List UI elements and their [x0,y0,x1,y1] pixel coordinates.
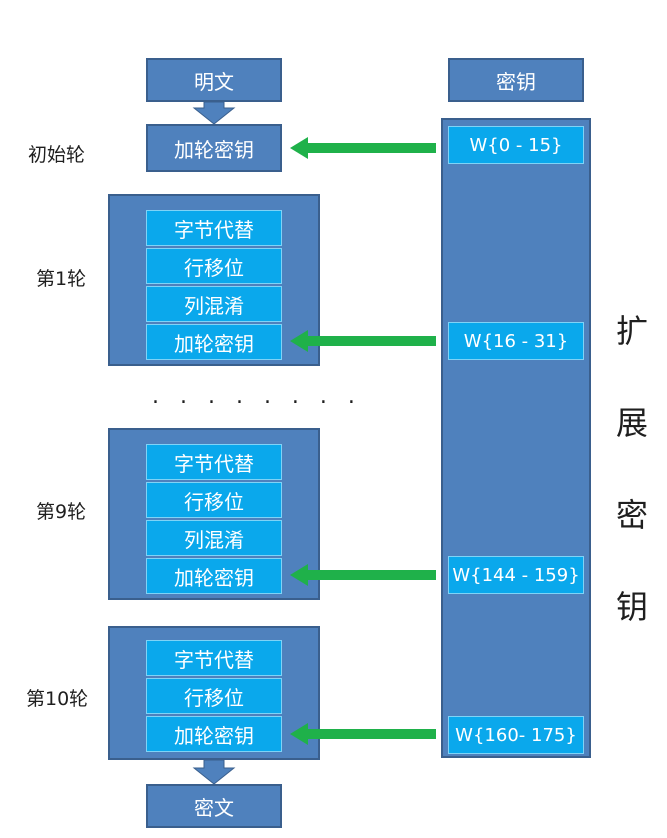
green-arrow-initial-icon [290,137,436,159]
round1-step-addroundkey-label: 加轮密钥 [174,331,254,356]
initial-add-round-key-label: 加轮密钥 [174,137,254,162]
round9-step-shiftrows: 行移位 [146,482,282,518]
round1-step-shiftrows-label: 行移位 [184,255,244,280]
round1-step-addroundkey: 加轮密钥 [146,324,282,360]
down-arrow-plaintext-icon [192,101,236,125]
key-words-0-15: W{0 - 15} [448,126,584,164]
round1-label: 第1轮 [36,268,87,290]
expanded-key-char-2: 展 [616,404,649,442]
key-words-160-175: W{160- 175} [448,716,584,754]
key-words-16-31-label: W{16 - 31} [463,330,569,352]
round9-step-addroundkey-label: 加轮密钥 [174,565,254,590]
round1-step-subbytes-label: 字节代替 [174,217,254,242]
round9-step-mixcolumns-label: 列混淆 [184,527,244,552]
round9-step-addroundkey: 加轮密钥 [146,558,282,594]
round9-step-mixcolumns: 列混淆 [146,520,282,556]
round1-step-subbytes: 字节代替 [146,210,282,246]
key-box: 密钥 [448,58,584,102]
round9-step-subbytes: 字节代替 [146,444,282,480]
plaintext-box: 明文 [146,58,282,102]
round10-step-subbytes-label: 字节代替 [174,647,254,672]
round10-step-addroundkey-label: 加轮密钥 [174,723,254,748]
round10-step-shiftrows-label: 行移位 [184,685,244,710]
round10-label: 第10轮 [26,688,89,710]
key-words-160-175-label: W{160- 175} [455,724,577,746]
expanded-key-panel [441,118,591,758]
round1-step-shiftrows: 行移位 [146,248,282,284]
round9-label: 第9轮 [36,501,87,523]
round10-step-shiftrows: 行移位 [146,678,282,714]
round10-step-subbytes: 字节代替 [146,640,282,676]
expanded-key-char-1: 扩 [616,312,649,350]
green-arrow-round10-icon [290,723,436,745]
round1-step-mixcolumns: 列混淆 [146,286,282,322]
ciphertext-label: 密文 [194,795,234,820]
round9-step-shiftrows-label: 行移位 [184,489,244,514]
round9-step-subbytes-label: 字节代替 [174,451,254,476]
expanded-key-char-4: 钥 [616,588,649,626]
initial-round-label: 初始轮 [28,144,86,166]
key-words-144-159: W{144 - 159} [448,556,584,594]
key-words-144-159-label: W{144 - 159} [452,564,580,586]
ellipsis: . . . . . . . . [152,384,362,409]
key-words-0-15-label: W{0 - 15} [469,134,563,156]
key-label: 密钥 [496,69,536,94]
round10-step-addroundkey: 加轮密钥 [146,716,282,752]
expanded-key-char-3: 密 [616,496,649,534]
initial-add-round-key-box: 加轮密钥 [146,124,282,172]
round1-step-mixcolumns-label: 列混淆 [184,293,244,318]
green-arrow-round1-icon [290,330,436,352]
down-arrow-ciphertext-icon [192,759,236,785]
green-arrow-round9-icon [290,564,436,586]
ciphertext-box: 密文 [146,784,282,828]
key-words-16-31: W{16 - 31} [448,322,584,360]
plaintext-label: 明文 [194,69,234,94]
